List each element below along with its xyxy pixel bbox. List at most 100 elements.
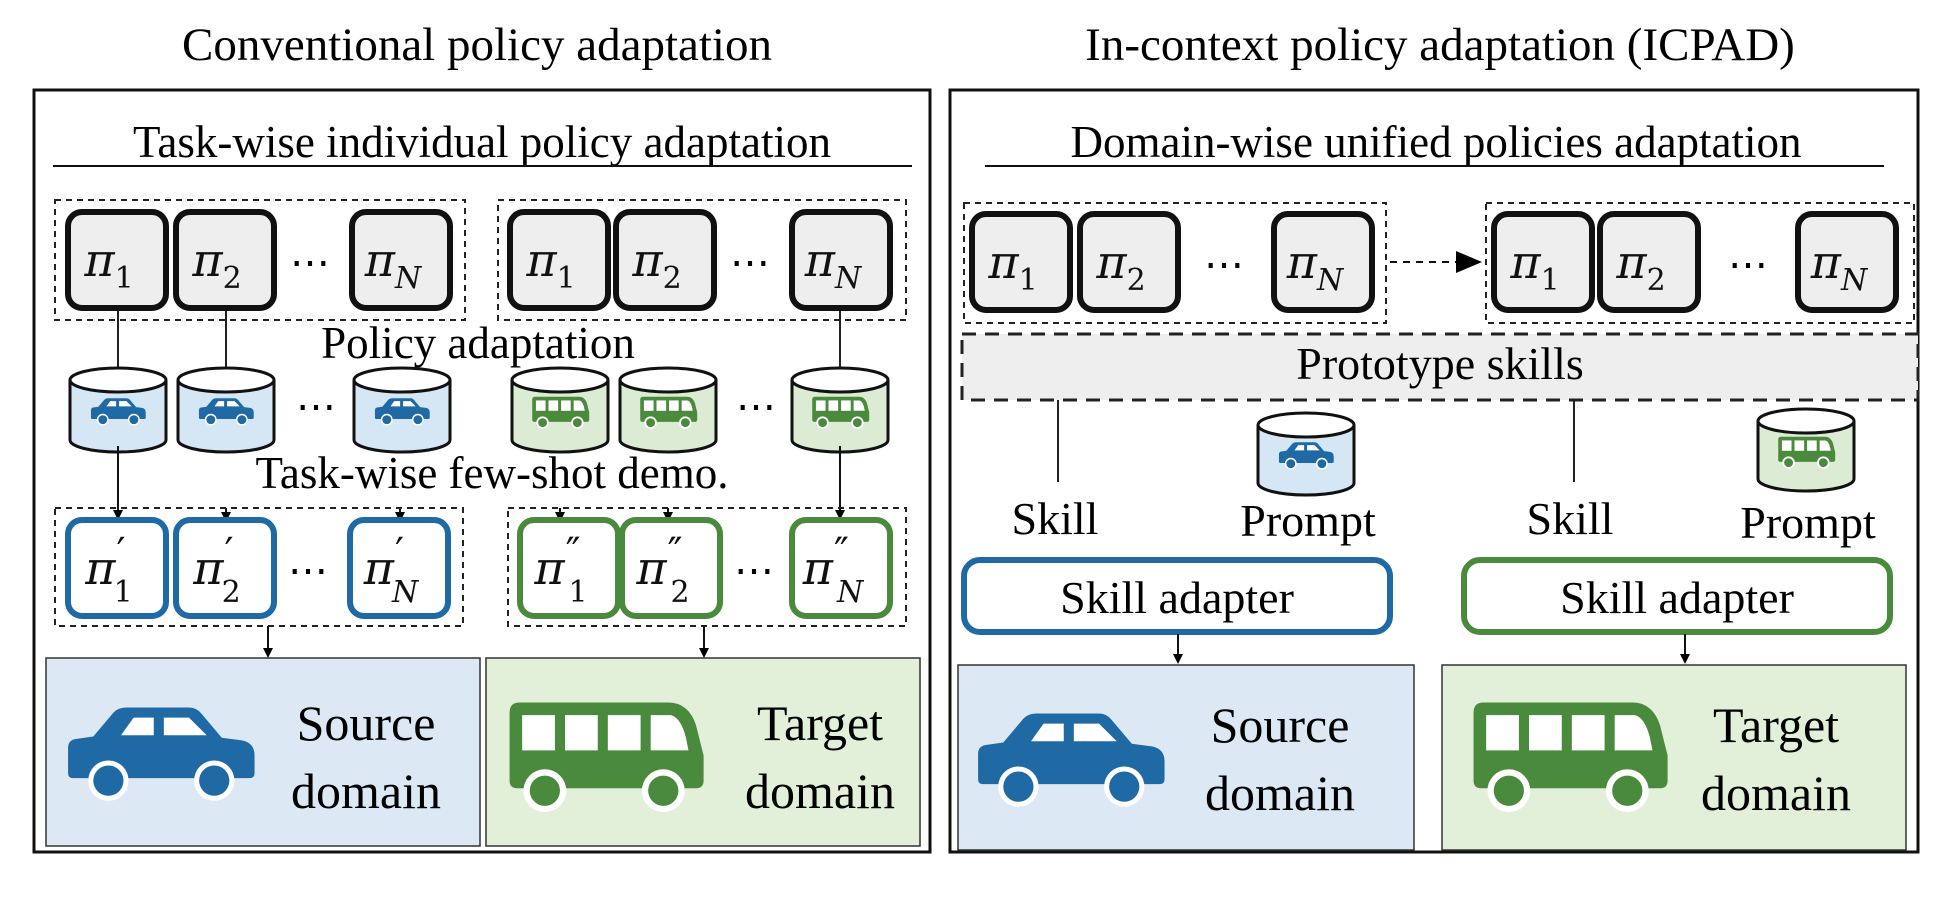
svg-text:π1: π1 [1509,235,1559,298]
left-target-policy-3: πN [789,209,893,311]
policy-symbol: π [364,233,396,287]
policy-symbol: π [987,235,1019,289]
policy-symbol: π [525,233,557,287]
skill-adapter-source-label: Skill adapter [1060,572,1294,623]
left-top-policy-group-2 [497,199,907,321]
right-target-policy-2: π2 [1597,211,1701,313]
left-panel-subtitle: Task-wise individual policy adaptation [133,117,831,167]
svg-text:πN: πN [1286,235,1345,298]
left-target-policy-1: π1 [507,209,611,311]
left-adapted-target-policy-1: π″1 [517,517,621,619]
car-icon [978,713,1165,807]
skill-adapter-target-label: Skill adapter [1560,572,1794,623]
svg-text:π1: π1 [83,233,133,296]
policy-symbol: π [1615,235,1647,289]
svg-text:π″1: π″1 [533,530,587,610]
right-domain-arrows [1173,634,1690,664]
left-source-policy-1: π1 [65,209,169,311]
bus-icon [509,702,704,813]
policy-symbol: π [83,233,115,287]
database-icon [1756,407,1856,493]
left-source-domain-line1: Source [297,695,436,751]
right-panel-frame [948,88,1920,854]
skill-label-source: Skill [1012,493,1099,544]
policy-symbol: π [635,541,667,595]
database-icon [618,366,718,454]
right-target-domain-line2: domain [1701,765,1851,821]
svg-text:π2: π2 [191,233,241,296]
left-adapted-target-policy-3: π″N [789,517,893,619]
left-adapted-group-target [507,507,907,627]
database-icon [352,366,452,454]
right-source-domain-line2: domain [1205,765,1355,821]
prompt-label-target: Prompt [1740,497,1876,548]
database-icon [68,366,168,454]
left-db-ellipsis-1: ⋯ [296,384,336,429]
svg-text:π1: π1 [525,233,575,296]
policy-symbol: π [191,233,223,287]
policy-symbol: π [533,541,565,595]
right-target-policy-3: πN [1795,211,1899,313]
left-panel-frame [32,88,932,854]
right-panel: In-context policy adaptation (ICPAD) Dom… [948,19,1920,854]
svg-text:π′2: π′2 [192,530,240,610]
left-source-domain-line2: domain [291,763,441,819]
demo-label: Task-wise few-shot demo. [256,448,729,498]
right-target-domain-line1: Target [1713,697,1839,753]
bus-icon [1473,702,1668,813]
svg-text:πN: πN [804,233,863,296]
policy-symbol: π [1810,235,1842,289]
svg-text:π2: π2 [631,233,681,296]
left-top-ellipsis-2: ⋯ [730,240,770,285]
skill-label-target: Skill [1527,493,1614,544]
left-source-policy-2: π2 [173,209,277,311]
policy-symbol: π [192,541,224,595]
svg-text:πN: πN [1810,235,1869,298]
policy-symbol: π [1286,235,1318,289]
right-target-policy-1: π1 [1491,211,1595,313]
policy-symbol: π [84,541,116,595]
svg-text:π′1: π′1 [84,530,132,610]
svg-text:π″N: π″N [802,530,865,610]
svg-text:π2: π2 [1095,235,1145,298]
svg-text:π2: π2 [1615,235,1665,298]
right-ellipsis-2: ⋯ [1728,242,1768,287]
database-icon [790,366,890,454]
skill-connectors [1057,400,1575,482]
left-panel: Conventional policy adaptation Task-wise… [32,19,932,854]
left-target-domain-line1: Target [757,695,883,751]
policy-symbol: π [1509,235,1541,289]
database-icon [176,366,276,454]
skill-adapter-target [1461,557,1893,635]
left-top-ellipsis-1: ⋯ [290,240,330,285]
svg-text:πN: πN [364,233,423,296]
left-db-ellipsis-2: ⋯ [736,384,776,429]
right-target-policy-group [1485,202,1915,324]
prompt-label-source: Prompt [1240,495,1376,546]
right-source-domain-line1: Source [1211,697,1350,753]
left-adapted-source-policy-2: π′2 [173,517,277,619]
left-target-domain-line2: domain [745,763,895,819]
car-icon [68,707,255,801]
right-source-policy-group [963,202,1387,324]
left-source-policy-3: πN [349,209,453,311]
database-icon [1256,411,1356,497]
policy-symbol: π [1095,235,1127,289]
left-adapted-source-policy-3: π′N [347,517,451,619]
right-source-policy-1: π1 [969,211,1073,313]
left-adapted-source-policy-1: π′1 [65,517,169,619]
right-ellipsis-1: ⋯ [1204,242,1244,287]
policy-symbol: π [631,233,663,287]
left-panel-title: Conventional policy adaptation [182,19,772,71]
svg-text:π′N: π′N [363,530,420,610]
left-adapted-ellipsis-2: ⋯ [734,548,774,593]
svg-text:π1: π1 [987,235,1037,298]
left-domain-arrows [263,626,709,658]
right-panel-title: In-context policy adaptation (ICPAD) [1085,19,1795,71]
policy-symbol: π [804,233,836,287]
left-target-policy-2: π2 [613,209,717,311]
left-adapted-group-source [54,507,464,627]
prototype-skills-box [960,332,1920,402]
policy-symbol: π [802,541,834,595]
right-source-policy-3: πN [1271,211,1375,313]
